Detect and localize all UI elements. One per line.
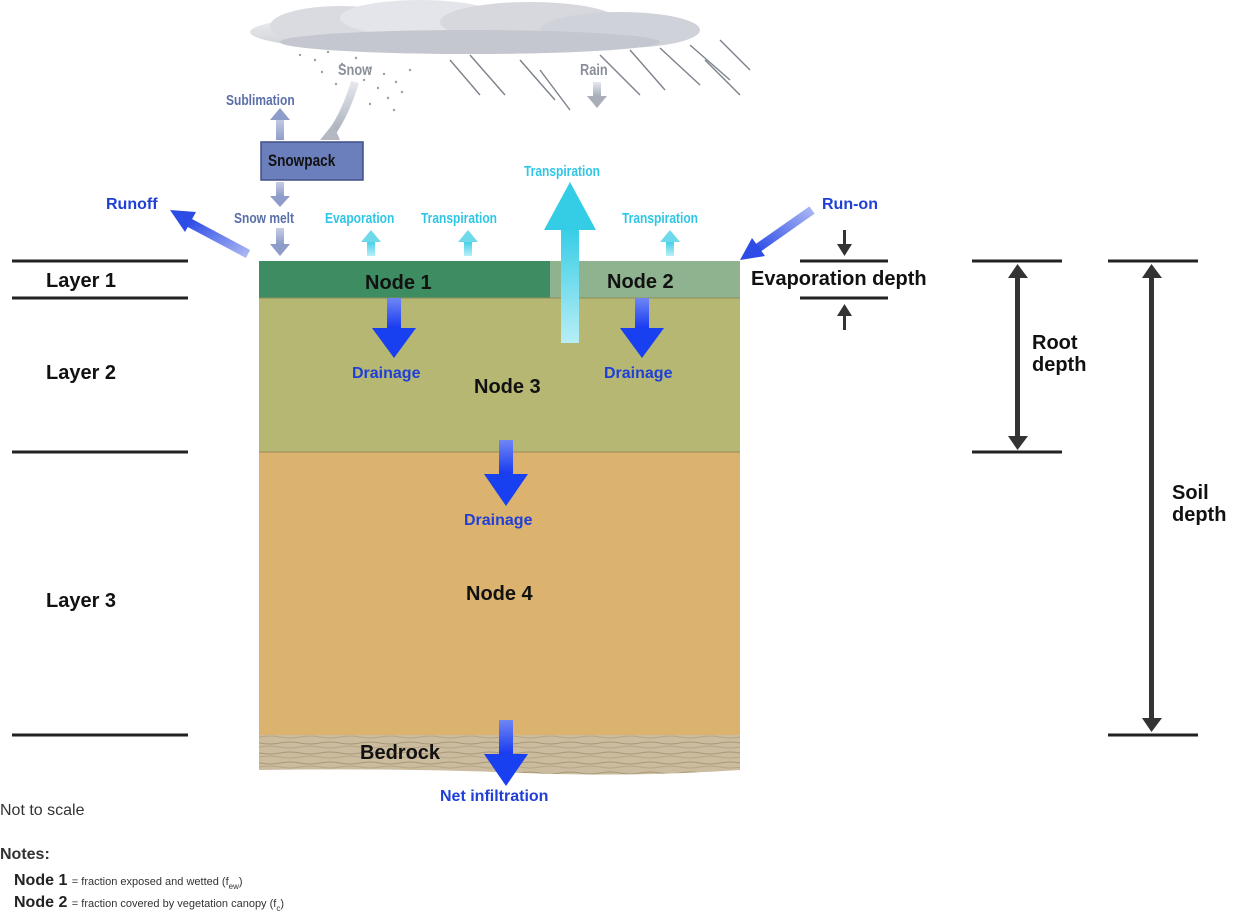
node1-zone <box>259 261 550 298</box>
root-depth-line1: Root <box>1032 332 1078 354</box>
notes-title: Notes: <box>0 846 50 863</box>
layer3-zone <box>259 452 740 735</box>
drainage-3-label: Drainage <box>464 512 533 529</box>
layer-3-label: Layer 3 <box>46 590 117 612</box>
drainage-2-label: Drainage <box>604 365 673 382</box>
note-2-subscript: c <box>276 904 281 914</box>
layer2-zone <box>259 298 740 452</box>
snow-label: Snow <box>338 62 373 79</box>
node2-zone <box>550 261 740 298</box>
note-1-subscript: ew <box>228 882 239 892</box>
cloud-icon <box>250 0 700 54</box>
note-2-text: = fraction covered by vegetation canopy … <box>71 898 277 910</box>
bedrock-label: Bedrock <box>360 742 441 764</box>
transpiration-root-label: Transpiration <box>524 163 601 180</box>
sublimation-label: Sublimation <box>226 92 295 109</box>
soil-depth-line1: Soil <box>1172 482 1209 504</box>
soil-depth-label: Soil depth <box>1172 482 1226 526</box>
root-depth-line2: depth <box>1032 354 1087 376</box>
layer-2-label: Layer 2 <box>46 362 117 384</box>
note-node-1: Node 1 = fraction exposed and wetted (fe… <box>14 872 243 892</box>
evaporation-label: Evaporation <box>325 210 395 227</box>
snowfall-icon <box>298 50 412 112</box>
transpiration-node2-label: Transpiration <box>622 210 699 227</box>
note-node-2: Node 2 = fraction covered by vegetation … <box>14 894 285 914</box>
snowpack-box <box>260 141 364 181</box>
node-2-label: Node 2 <box>607 271 674 293</box>
root-depth-label: Root depth <box>1032 332 1086 376</box>
run-on-label: Run-on <box>822 196 878 213</box>
snowpack-label: Snowpack <box>268 151 336 170</box>
node-4-label: Node 4 <box>466 583 533 605</box>
transpiration-node1-label: Transpiration <box>421 210 498 227</box>
rainfall-icon <box>449 39 751 111</box>
net-infiltration-label: Net infiltration <box>440 788 549 805</box>
note-1-key: Node 1 <box>14 872 68 889</box>
rain-label: Rain <box>580 62 608 79</box>
runoff-label: Runoff <box>106 196 158 213</box>
evaporation-depth-label: Evaporation depth <box>751 268 927 290</box>
layer-1-label: Layer 1 <box>46 270 117 292</box>
note-1-text: = fraction exposed and wetted (f <box>71 876 229 888</box>
drainage-1-label: Drainage <box>352 365 421 382</box>
node-3-label: Node 3 <box>474 376 541 398</box>
node-1-label: Node 1 <box>365 272 432 294</box>
soil-depth-line2: depth <box>1172 504 1227 526</box>
note-2-key: Node 2 <box>14 894 68 911</box>
scale-note: Not to scale <box>0 802 85 819</box>
snow-melt-label: Snow melt <box>234 210 295 227</box>
